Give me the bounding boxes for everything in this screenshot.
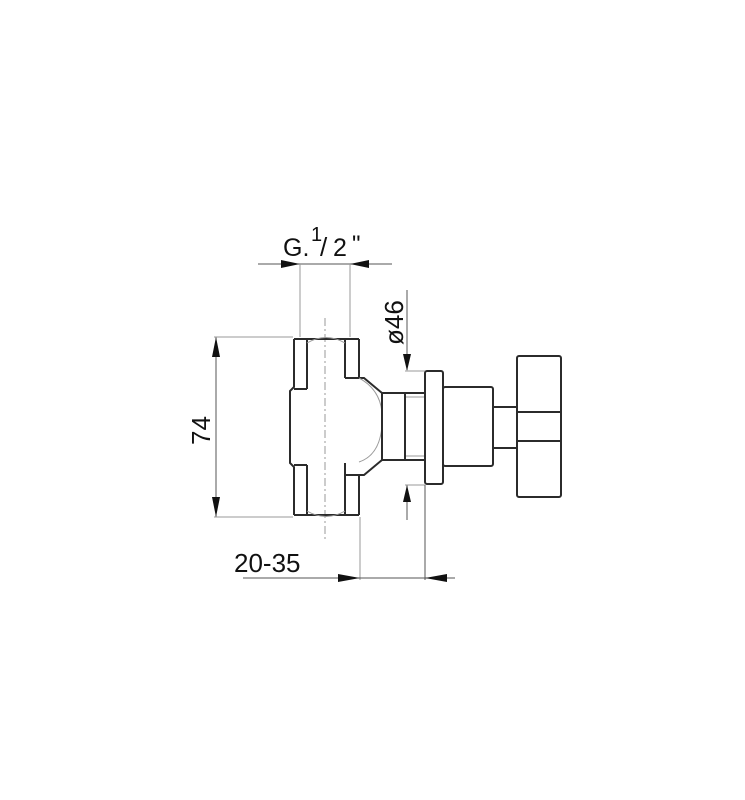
thread-prefix: G. bbox=[283, 234, 309, 262]
arrow-left-icon bbox=[425, 574, 447, 582]
height-label: 74 bbox=[186, 416, 216, 445]
arrow-down-icon bbox=[403, 354, 411, 371]
depth-dimension: 20-35 bbox=[234, 485, 455, 582]
thread-fraction-num: 1 bbox=[311, 224, 322, 246]
arrow-up-icon bbox=[212, 337, 220, 357]
arrow-down-icon bbox=[212, 497, 220, 517]
diameter-dimension: ø46 bbox=[379, 290, 425, 520]
depth-label: 20-35 bbox=[234, 548, 301, 578]
handle bbox=[516, 355, 562, 498]
valve-stem-assembly bbox=[381, 355, 562, 498]
flange bbox=[424, 370, 444, 485]
thread-suffix: " bbox=[352, 231, 361, 258]
arrow-left-icon bbox=[350, 260, 369, 268]
thread-fraction-sep: / bbox=[320, 232, 328, 262]
diameter-label: ø46 bbox=[379, 300, 409, 345]
height-dimension: 74 bbox=[186, 336, 293, 518]
arrow-up-icon bbox=[403, 485, 411, 502]
arrow-right-icon bbox=[338, 574, 360, 582]
thread-dimension: G. 1 / 2 " bbox=[258, 224, 392, 337]
arrow-right-icon bbox=[281, 260, 300, 268]
valve-body bbox=[289, 337, 383, 517]
thread-fraction-den: 2 bbox=[333, 234, 347, 262]
